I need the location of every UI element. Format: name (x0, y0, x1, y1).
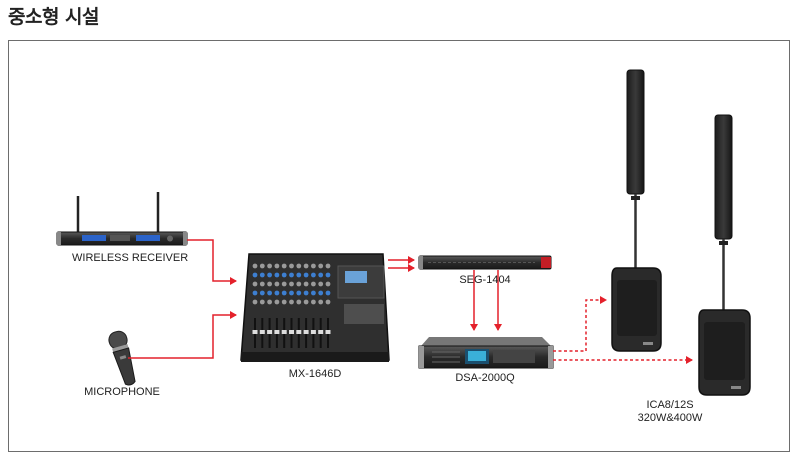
mixer-knob (281, 290, 287, 296)
mixer-fader-cap (310, 330, 316, 334)
mixer-fader-cap (281, 330, 287, 334)
speakers-label-power: 320W&400W (637, 412, 703, 424)
mixer-knob (318, 281, 324, 287)
mixer-knob (281, 299, 287, 305)
mixer-knob (296, 299, 302, 305)
mixer-knob (252, 263, 258, 269)
page-title: 중소형 시설 (8, 6, 100, 28)
microphone-label: MICROPHONE (84, 386, 160, 398)
mixer-fader-cap (252, 330, 258, 334)
mixer-knob (259, 281, 265, 287)
mixer-knob (259, 290, 265, 296)
diagram-frame (8, 40, 790, 452)
mixer-knob (252, 299, 258, 305)
mixer-knob (318, 290, 324, 296)
signal-lines (128, 239, 693, 364)
mixer-fader-cap (318, 330, 324, 334)
mixer-knob (303, 290, 309, 296)
amplifier-label: DSA-2000Q (455, 372, 515, 384)
mixer-knob (274, 290, 280, 296)
mixer-fader-cap (296, 330, 302, 334)
mixer-knob (303, 263, 309, 269)
mixer-knob (311, 290, 316, 296)
mixer-knob (281, 263, 287, 269)
mixer-knob (274, 263, 280, 269)
mixer-knob (311, 299, 316, 305)
mixer-knob (274, 299, 280, 305)
amplifier-device (418, 337, 554, 369)
wireless-receiver-label: WIRELESS RECEIVER (72, 252, 189, 264)
mixer-knob (259, 272, 265, 278)
mixer-knob (252, 290, 258, 296)
mixer-knob (267, 299, 272, 305)
mixer-knob (281, 272, 287, 278)
mixer-knob (318, 263, 324, 269)
mixer-knob (252, 281, 258, 287)
processor-device (418, 255, 552, 270)
mixer-knob (318, 299, 324, 305)
mixer-knob (289, 281, 294, 287)
mixer-knob (296, 290, 302, 296)
mixer-knob (274, 281, 280, 287)
speakers-label-model: ICA8/12S (646, 399, 694, 411)
mixer-knob (303, 281, 309, 287)
mixer-knob (325, 263, 331, 269)
mixer-knob (267, 281, 272, 287)
mixer-knob (289, 299, 294, 305)
mixer-knob (289, 272, 294, 278)
microphone-device (108, 330, 136, 386)
wireless-receiver-device (56, 192, 188, 246)
mixer-knob (252, 272, 258, 278)
mixer-fader-cap (259, 330, 265, 334)
mixer-knob (325, 272, 331, 278)
processor-label: SEG-1404 (459, 274, 511, 286)
mixer-knob (296, 263, 302, 269)
mixer-knob (318, 272, 324, 278)
mixer-knob (296, 281, 302, 287)
mixer-knob (325, 290, 331, 296)
mixer-knob (259, 263, 265, 269)
mixer-knob (267, 290, 272, 296)
mixer-fader-cap (289, 330, 294, 334)
mixer-knob (289, 263, 294, 269)
mixer-knob (311, 263, 316, 269)
mixer-fader-cap (267, 330, 273, 334)
speaker-column-right (698, 114, 751, 396)
mixer-knob (259, 299, 265, 305)
mixer-knob (267, 272, 272, 278)
mixer-fader-cap (325, 330, 331, 334)
mixer-knob (289, 290, 294, 296)
mixer-knob (303, 272, 309, 278)
mixer-knob (281, 281, 287, 287)
mixer-knob (311, 272, 316, 278)
mixer-knob (325, 281, 331, 287)
mixer-knob (274, 272, 280, 278)
mixer-fader-cap (274, 330, 280, 334)
mixer-fader-cap (303, 330, 309, 334)
mixer-knob (303, 299, 309, 305)
mixer-knob (267, 263, 272, 269)
speaker-column-left (611, 69, 662, 352)
mixer-knob (325, 299, 331, 305)
mixer-knob (311, 281, 316, 287)
mixer-knob (296, 272, 302, 278)
mixer-label: MX-1646D (288, 368, 342, 380)
